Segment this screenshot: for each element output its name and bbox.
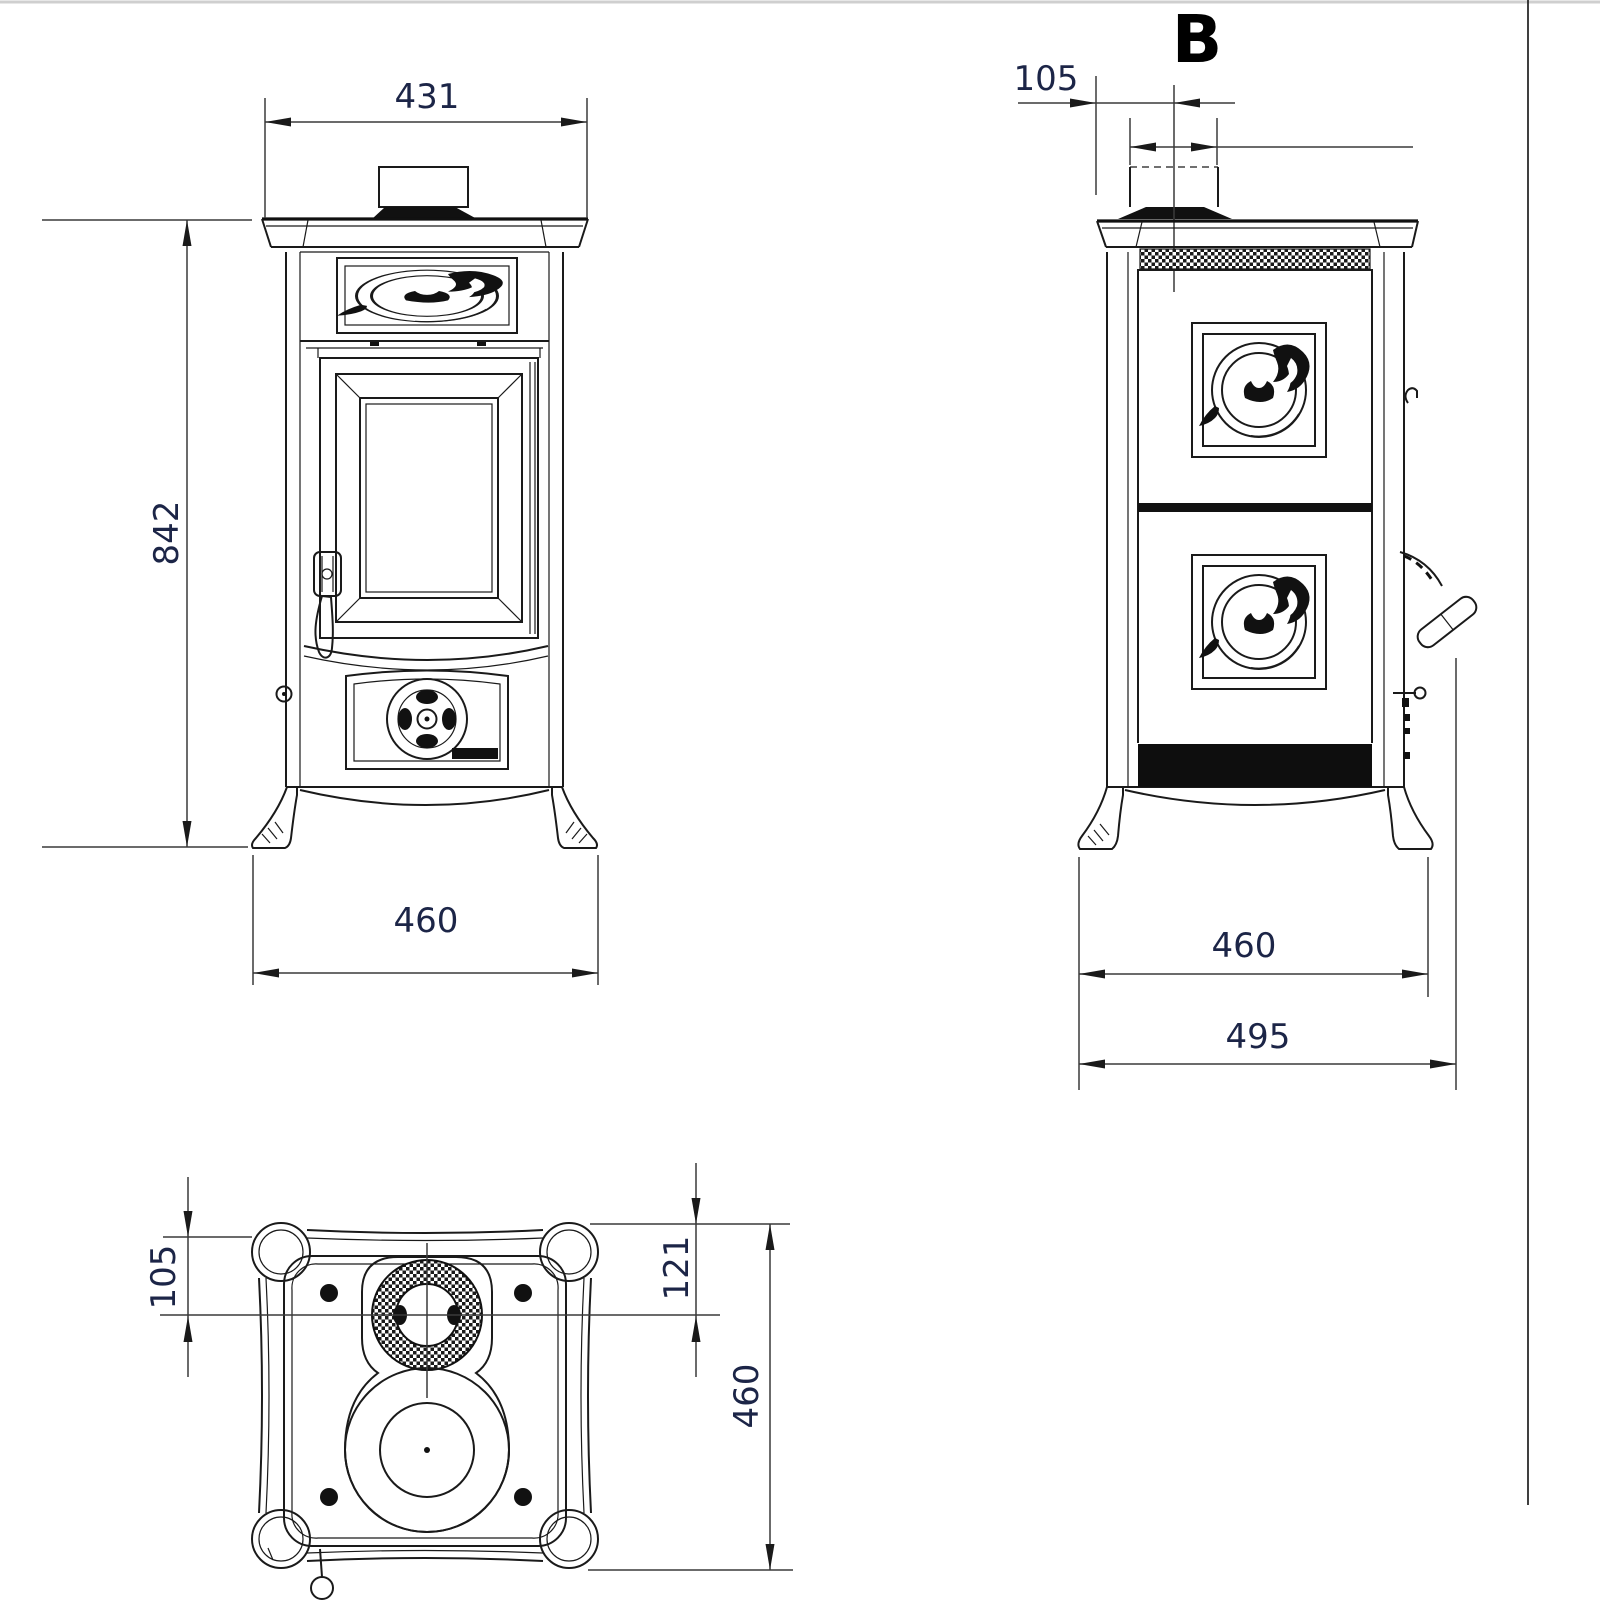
bolt-hole [320, 1488, 338, 1506]
dim-front-base-width: 460 [252, 855, 599, 985]
air-control-knob [275, 685, 293, 703]
top-view-knob [267, 1547, 334, 1600]
front-view: 431 842 460 [42, 77, 599, 985]
dim-top-depth: 460 [588, 1224, 793, 1571]
dim-label-105-side: 105 [1014, 59, 1079, 99]
dim-label-460-side: 460 [1212, 926, 1277, 966]
bolt-hole [514, 1488, 532, 1506]
dim-top-flue-offset-inner: 105 [144, 1177, 252, 1377]
dim-label-460-front: 460 [394, 901, 459, 941]
front-lower-panel [345, 669, 509, 770]
dim-side-flue-width [1129, 118, 1413, 165]
bolt-hole [320, 1284, 338, 1302]
flue-collar-base-side [1118, 207, 1232, 219]
top-corner-feet [251, 1222, 599, 1569]
front-upper-panel [335, 257, 518, 334]
dim-side-flue-offset: 105 [1014, 59, 1235, 108]
bolt-hole [514, 1284, 532, 1302]
ash-slot [452, 748, 498, 759]
flue-outlet-ring [370, 1259, 484, 1371]
side-view: B 105 460 [1014, 1, 1478, 1090]
side-base-band [1138, 744, 1372, 787]
dim-label-105-top: 105 [144, 1245, 184, 1310]
dim-label-460-top: 460 [727, 1364, 767, 1429]
front-fire-door [319, 357, 539, 639]
dim-side-total-depth: 495 [1079, 658, 1457, 1090]
side-hook [1404, 387, 1418, 404]
vent-grille-strip [1139, 248, 1371, 270]
air-rosette-icon [386, 678, 468, 760]
flue-diameter-label: B [1172, 1, 1222, 78]
door-handle [313, 551, 342, 659]
dim-front-height: 842 [42, 219, 252, 848]
front-arch [303, 645, 549, 661]
dim-front-top-width: 431 [264, 77, 588, 218]
side-panel-divider [1138, 503, 1372, 512]
top-view: 105 121 460 [144, 1163, 793, 1600]
dim-label-495: 495 [1226, 1017, 1291, 1057]
dim-label-121: 121 [657, 1236, 697, 1301]
side-handle [1393, 387, 1478, 759]
dim-top-flue-offset-outer: 121 [590, 1163, 790, 1377]
dim-side-base-depth: 460 [1078, 857, 1429, 1090]
side-legs [1077, 786, 1434, 850]
dim-label-842: 842 [147, 501, 187, 566]
flue-collar-base-front [372, 207, 477, 219]
front-legs [251, 786, 598, 849]
dim-label-431: 431 [395, 77, 460, 117]
